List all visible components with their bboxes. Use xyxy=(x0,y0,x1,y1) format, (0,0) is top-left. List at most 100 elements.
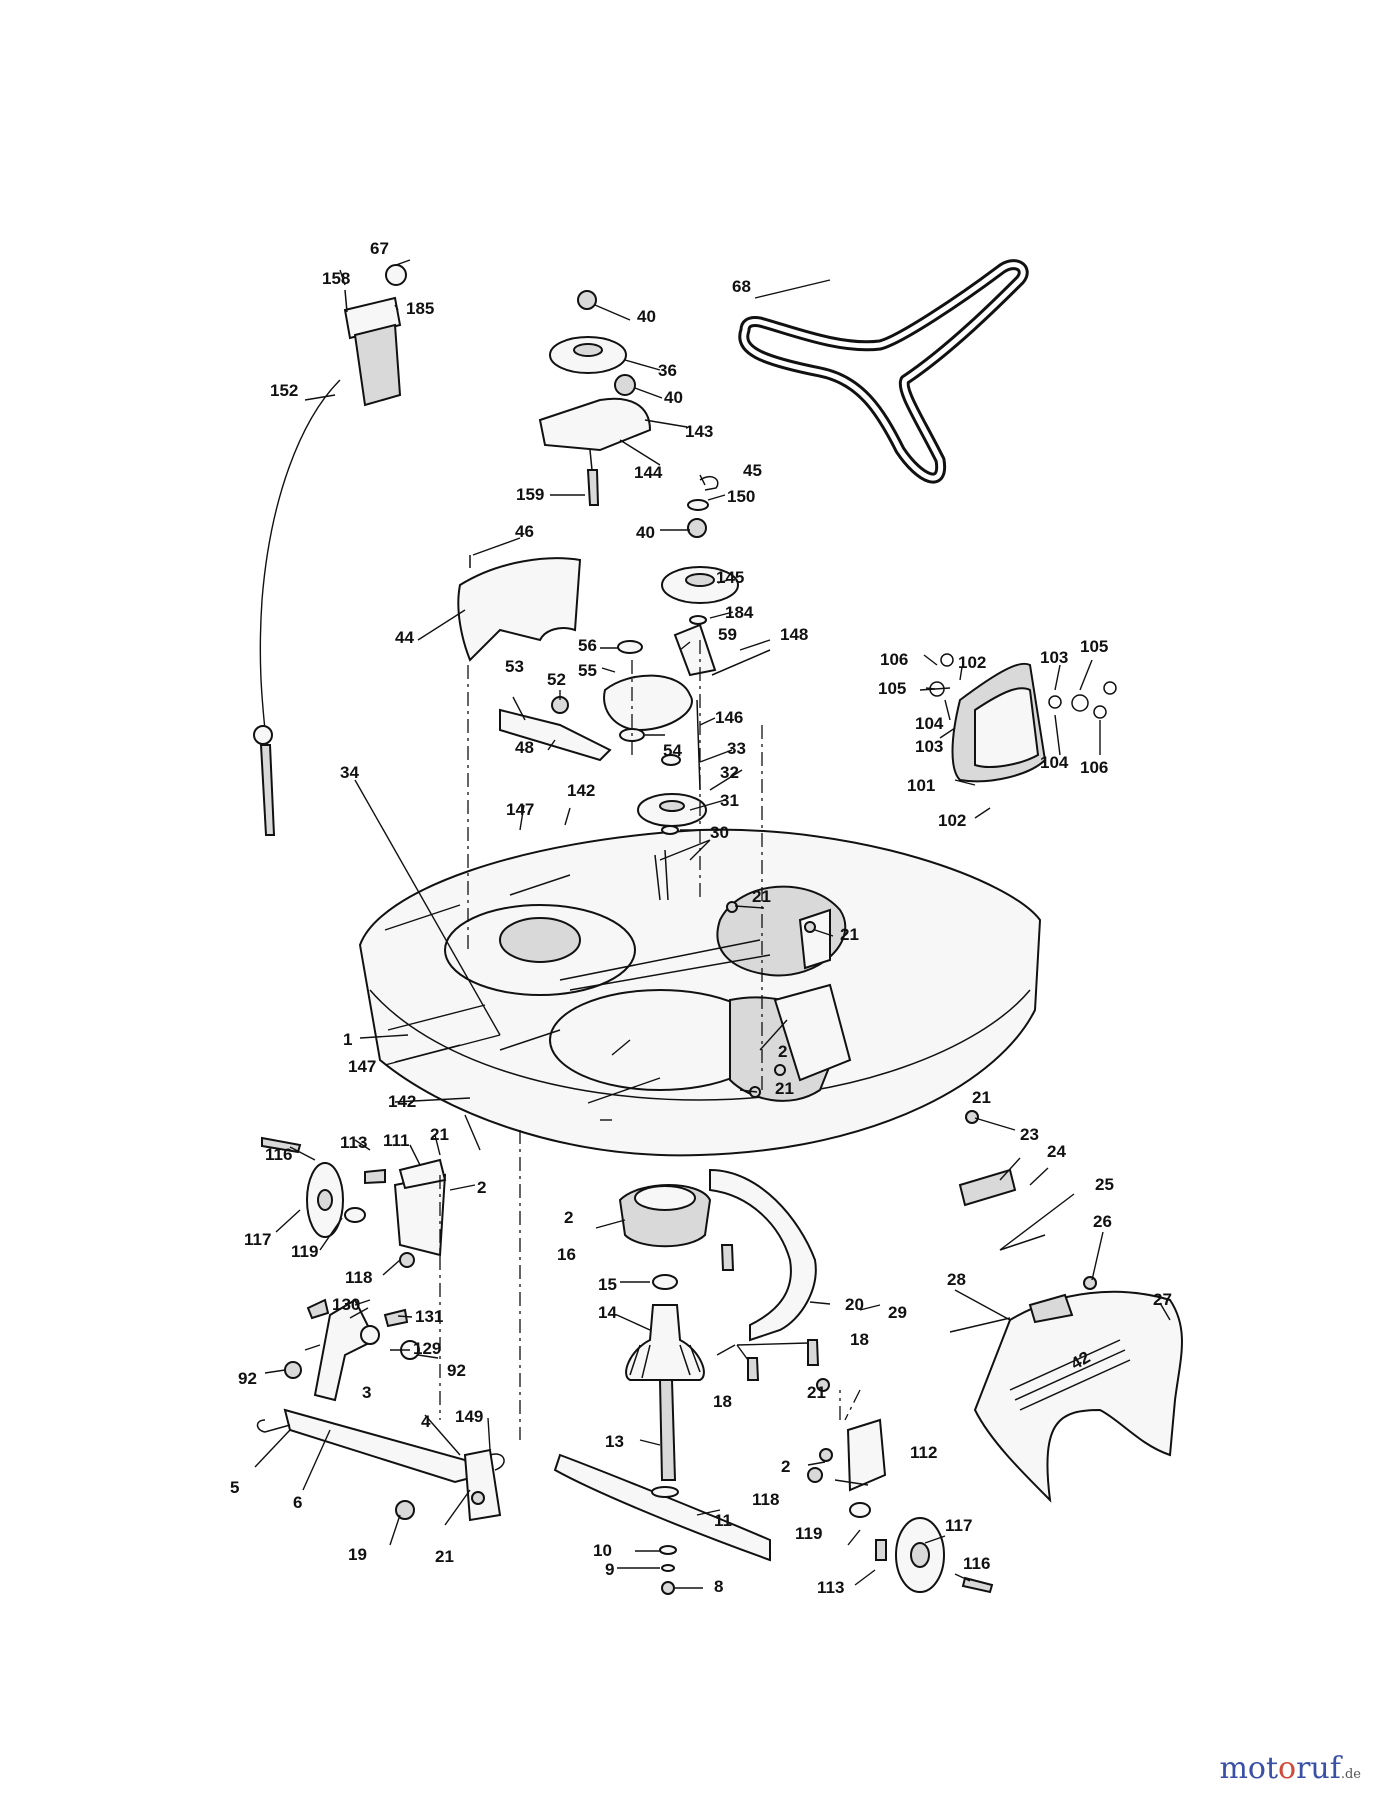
part-label-143: 143 xyxy=(685,422,713,441)
part-label-27: 27 xyxy=(1153,1290,1172,1309)
part-label-130: 130 xyxy=(332,1295,360,1314)
part-label-102: 102 xyxy=(958,653,986,672)
brand-part-2: o xyxy=(1278,1751,1297,1786)
part-label-106: 106 xyxy=(880,650,908,669)
part-label-32: 32 xyxy=(720,763,739,782)
part-label-112: 112 xyxy=(910,1443,937,1462)
part-label-10: 10 xyxy=(593,1541,612,1560)
part-label-24: 24 xyxy=(1047,1142,1066,1161)
part-label-102: 102 xyxy=(938,811,966,830)
part-label-16: 16 xyxy=(557,1245,576,1264)
upper-idler-pulley-assembly xyxy=(538,290,652,506)
part-label-44: 44 xyxy=(395,628,414,647)
clutch-cable-assembly xyxy=(253,264,407,836)
part-number-labels: 1 2 2 2 2 3 4 5 6 8 9 10 11 13 14 15 16 … xyxy=(230,239,1172,1597)
spindle-pulley xyxy=(637,754,707,901)
part-label-149: 149 xyxy=(455,1407,483,1426)
part-label-30: 30 xyxy=(710,823,729,842)
part-label-103: 103 xyxy=(1040,648,1068,667)
deck-hardware xyxy=(726,901,816,1098)
left-gauge-wheel xyxy=(261,1136,447,1268)
part-label-158: 158 xyxy=(322,269,350,288)
part-label-152: 152 xyxy=(270,381,298,400)
part-label-146: 146 xyxy=(715,708,743,727)
part-label-21: 21 xyxy=(840,925,859,944)
part-label-105: 105 xyxy=(1080,637,1108,656)
part-label-103: 103 xyxy=(915,737,943,756)
part-label-2: 2 xyxy=(781,1457,790,1476)
discharge-deflector-small xyxy=(919,653,1117,783)
part-label-21: 21 xyxy=(807,1383,826,1402)
part-label-113: 113 xyxy=(340,1133,367,1152)
part-label-31: 31 xyxy=(720,791,739,810)
part-label-67: 67 xyxy=(370,239,389,258)
part-label-185: 185 xyxy=(406,299,434,318)
part-label-20: 20 xyxy=(845,1295,864,1314)
part-label-26: 26 xyxy=(1093,1212,1112,1231)
blade-spindle-assembly xyxy=(553,1184,771,1595)
part-label-59: 59 xyxy=(718,625,737,644)
part-label-92: 92 xyxy=(447,1361,466,1380)
part-label-104: 104 xyxy=(1040,753,1069,772)
part-label-28: 28 xyxy=(947,1270,966,1289)
part-label-117: 117 xyxy=(244,1230,271,1249)
mower-deck-housing xyxy=(358,828,1042,1157)
idler-bracket-and-springs xyxy=(499,696,612,1051)
lower-idler-pulley-assembly xyxy=(661,476,739,625)
part-label-150: 150 xyxy=(727,487,755,506)
part-label-159: 159 xyxy=(516,485,544,504)
part-label-147: 147 xyxy=(506,800,534,819)
part-label-101: 101 xyxy=(907,776,935,795)
part-label-118: 118 xyxy=(752,1490,779,1509)
part-label-21: 21 xyxy=(972,1088,991,1107)
part-label-48: 48 xyxy=(515,738,534,757)
part-label-111: 111 xyxy=(383,1131,410,1150)
part-label-11: 11 xyxy=(714,1511,732,1530)
part-label-142: 142 xyxy=(388,1092,416,1111)
part-label-2: 2 xyxy=(564,1208,573,1227)
part-label-55: 55 xyxy=(578,661,597,680)
part-label-14: 14 xyxy=(598,1303,617,1322)
deck-lift-linkage xyxy=(256,1298,505,1522)
part-label-23: 23 xyxy=(1020,1125,1039,1144)
part-label-18: 18 xyxy=(713,1392,732,1411)
part-label-117: 117 xyxy=(945,1516,972,1535)
part-label-92: 92 xyxy=(238,1369,257,1388)
part-label-2: 2 xyxy=(778,1042,787,1061)
belt-guard-left xyxy=(457,555,582,662)
part-label-147: 147 xyxy=(348,1057,376,1076)
part-label-56: 56 xyxy=(578,636,597,655)
part-label-21: 21 xyxy=(430,1125,449,1144)
brand-part-3: ruf xyxy=(1296,1751,1341,1786)
part-label-52: 52 xyxy=(547,670,566,689)
part-label-33: 33 xyxy=(727,739,746,758)
part-label-113: 113 xyxy=(817,1578,844,1597)
part-label-142: 142 xyxy=(567,781,595,800)
part-label-119: 119 xyxy=(291,1242,318,1261)
leader-lines xyxy=(254,259,1171,1589)
rear-baffle xyxy=(709,1168,830,1392)
part-label-119: 119 xyxy=(795,1524,822,1543)
brand-watermark: motoruf.de xyxy=(1219,1751,1361,1786)
part-label-34: 34 xyxy=(340,763,359,782)
part-label-68: 68 xyxy=(732,277,751,296)
part-label-145: 145 xyxy=(716,568,744,587)
part-label-118: 118 xyxy=(345,1268,372,1287)
part-label-106: 106 xyxy=(1080,758,1108,777)
part-label-13: 13 xyxy=(605,1432,624,1451)
drive-belt xyxy=(738,259,1029,484)
part-label-2: 2 xyxy=(477,1178,486,1197)
part-label-5: 5 xyxy=(230,1478,239,1497)
part-label-9: 9 xyxy=(605,1560,614,1579)
part-label-116: 116 xyxy=(265,1145,292,1164)
part-label-3: 3 xyxy=(362,1383,371,1402)
part-label-19: 19 xyxy=(348,1545,367,1564)
part-label-40: 40 xyxy=(636,523,655,542)
part-label-104: 104 xyxy=(915,714,944,733)
part-label-15: 15 xyxy=(598,1275,617,1294)
part-label-53: 53 xyxy=(505,657,524,676)
part-label-4: 4 xyxy=(421,1412,431,1431)
part-label-29: 29 xyxy=(888,1303,907,1322)
part-label-116: 116 xyxy=(963,1554,990,1573)
